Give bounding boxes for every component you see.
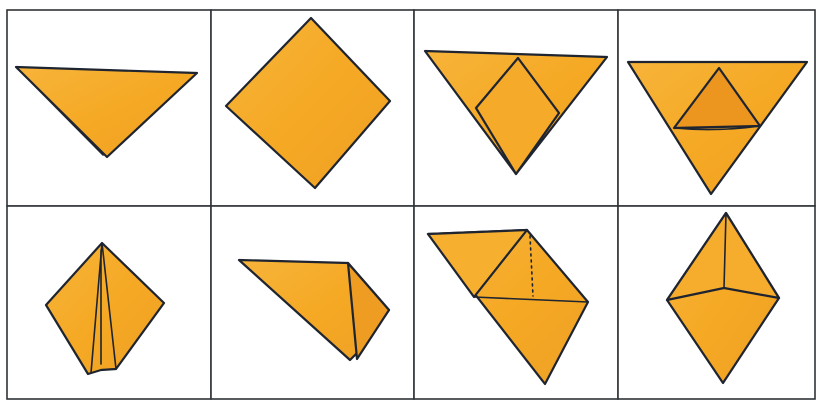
origami-diagram	[0, 0, 820, 403]
